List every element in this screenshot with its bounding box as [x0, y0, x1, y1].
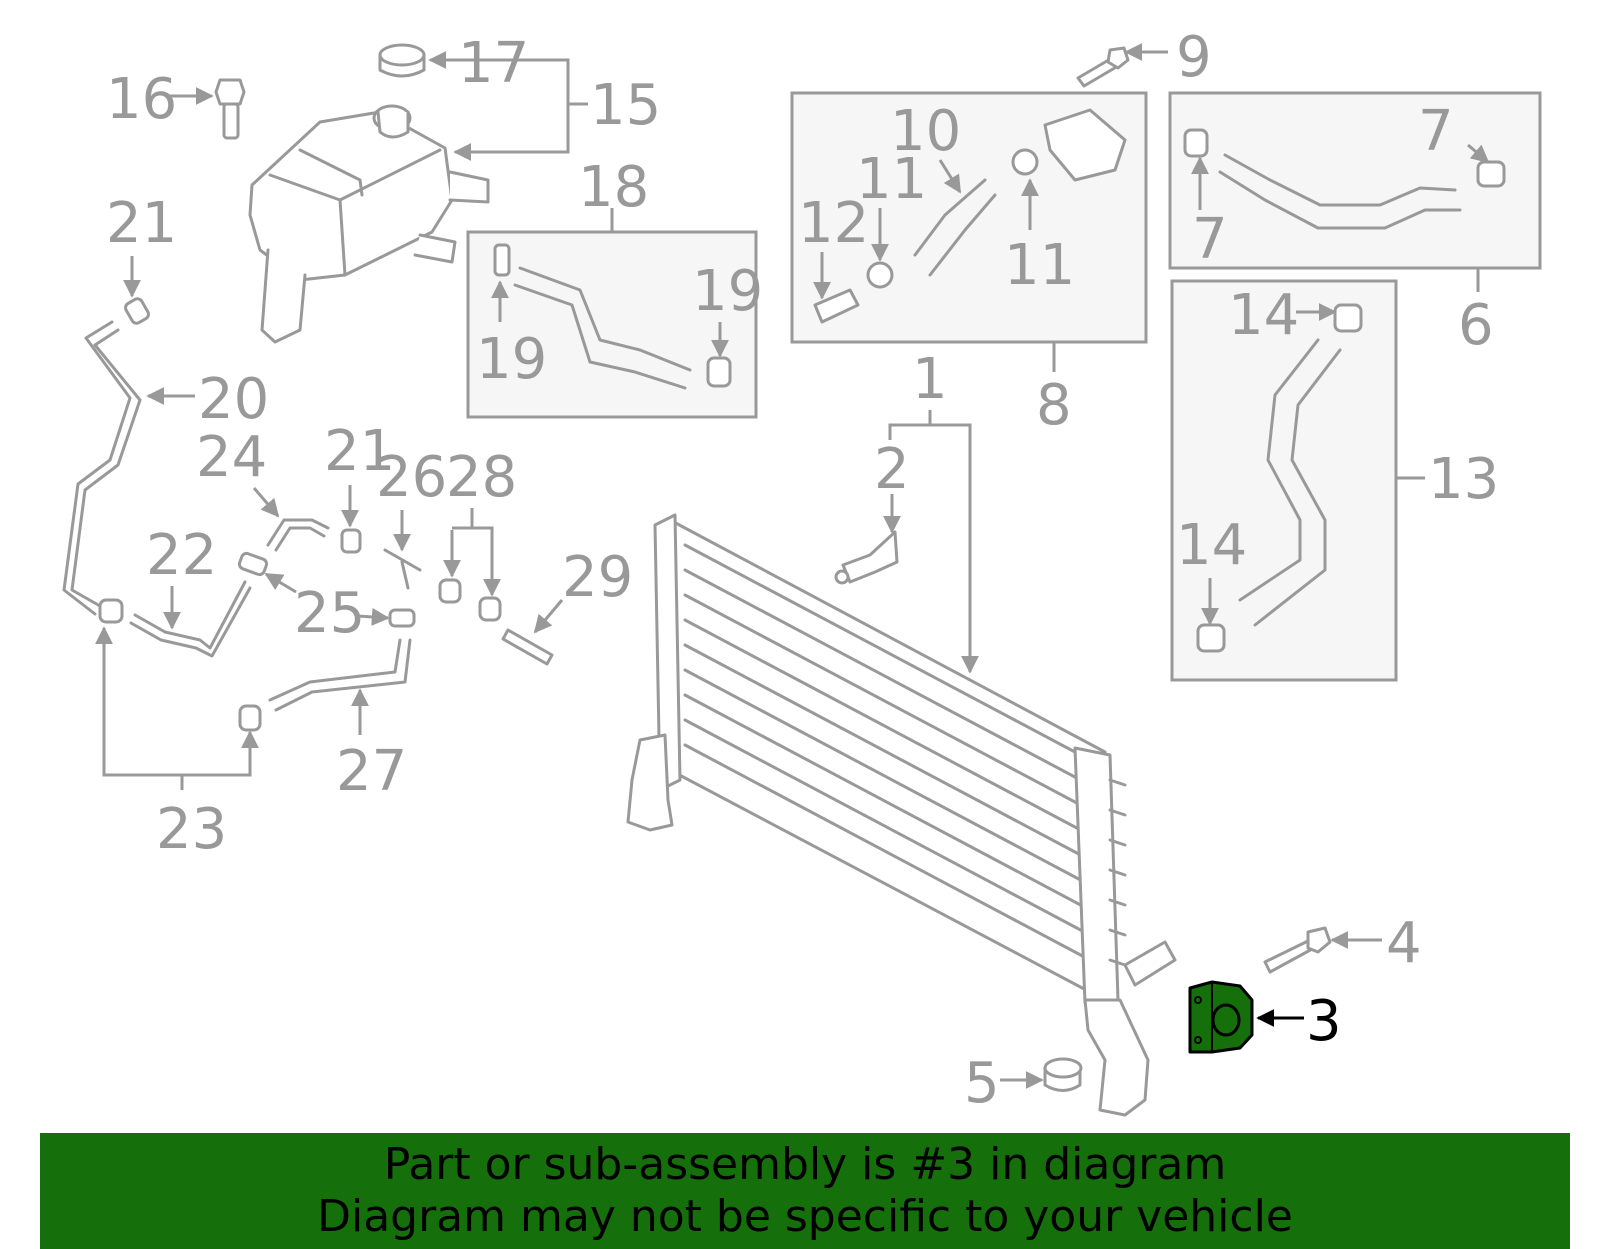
callout-labels: 17 15 16 21 18 19 19 20 24 21 26 28 22 2…	[106, 25, 1499, 1116]
callout-11b: 11	[1004, 233, 1075, 298]
callout-25: 25	[294, 581, 365, 646]
info-banner: Part or sub-assembly is #3 in diagram Di…	[40, 1133, 1570, 1249]
banner-line-1: Part or sub-assembly is #3 in diagram	[383, 1139, 1227, 1190]
callout-14a: 14	[1228, 283, 1299, 348]
callout-24: 24	[196, 425, 267, 490]
callout-19b: 19	[476, 327, 547, 392]
callout-6: 6	[1458, 293, 1494, 358]
pipe-29-part	[501, 628, 554, 666]
hose-18-part	[493, 243, 732, 390]
callout-4: 4	[1386, 911, 1422, 976]
hose-22-part	[129, 580, 252, 658]
callout-2: 2	[874, 437, 910, 502]
clamp-23b-part	[238, 704, 262, 732]
callout-9: 9	[1176, 25, 1212, 90]
callout-22: 22	[146, 523, 217, 588]
outlet-8-parts	[813, 108, 1127, 324]
callout-21b: 21	[324, 419, 395, 484]
callout-19a: 19	[692, 259, 763, 324]
callout-13: 13	[1428, 447, 1499, 512]
callout-29: 29	[562, 545, 633, 610]
bolt-16-part	[214, 78, 246, 140]
callout-3: 3	[1306, 989, 1342, 1054]
hose-13-part	[1196, 303, 1363, 653]
clamp-25-part	[237, 551, 269, 577]
callout-20: 20	[198, 367, 269, 432]
clamp-27-part	[388, 608, 416, 628]
callout-18: 18	[578, 155, 649, 220]
clamps-28-part	[438, 578, 502, 622]
callout-15: 15	[590, 73, 661, 138]
callout-11a: 11	[856, 147, 927, 212]
callout-28: 28	[446, 445, 517, 510]
radiator-part	[626, 513, 1177, 1117]
callout-23: 23	[156, 797, 227, 862]
hose-6-part	[1183, 128, 1506, 230]
callout-8: 8	[1036, 373, 1072, 438]
hose-24-part	[266, 518, 330, 552]
callout-16: 16	[106, 67, 177, 132]
reservoir-cap-part	[378, 43, 426, 78]
callout-14b: 14	[1176, 513, 1247, 578]
callout-1: 1	[912, 347, 948, 412]
bolt-9-part	[1076, 46, 1130, 88]
hose-27-part	[268, 638, 412, 712]
callout-10: 10	[890, 99, 961, 164]
bracket-2-part	[834, 530, 899, 585]
clamp-23a-part	[98, 598, 124, 624]
grommet-5-part	[1043, 1057, 1083, 1092]
callout-5: 5	[964, 1051, 1000, 1116]
box-18	[466, 230, 758, 419]
callout-27: 27	[336, 739, 407, 804]
hose-20-part	[62, 320, 142, 616]
isolator-3-highlighted-part	[1188, 980, 1254, 1054]
callout-21a: 21	[106, 191, 177, 256]
callout-26: 26	[376, 445, 447, 510]
callout-7b: 7	[1192, 207, 1228, 272]
banner-line-2: Diagram may not be specific to your vehi…	[317, 1191, 1293, 1242]
leader-lines	[95, 43, 1490, 1089]
callout-17: 17	[458, 31, 529, 96]
coolant-reservoir-part	[248, 104, 490, 344]
bolt-4-part	[1263, 926, 1332, 974]
fitting-26-part	[383, 548, 422, 590]
callout-7a: 7	[1418, 99, 1454, 164]
clamp-21b-part	[340, 528, 362, 554]
clamp-21a-part	[124, 297, 150, 325]
callout-12: 12	[798, 191, 869, 256]
